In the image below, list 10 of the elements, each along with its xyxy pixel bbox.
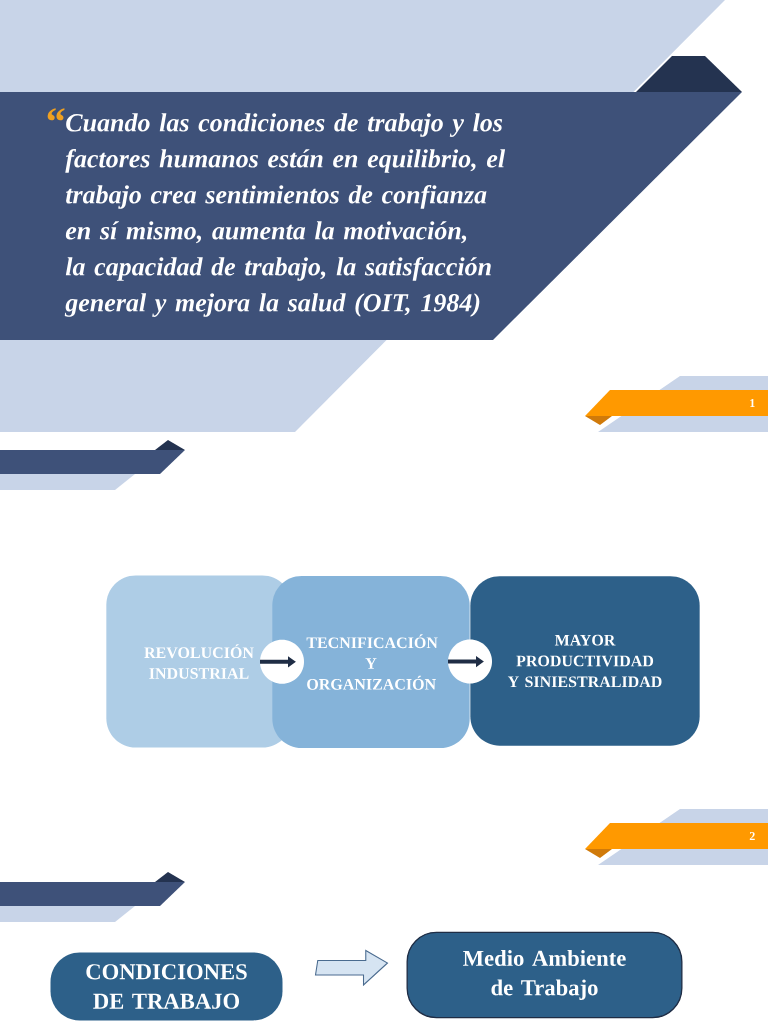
arrow-circle: [260, 639, 304, 684]
page-number-tab: 1: [585, 390, 768, 416]
process-box: MAYOR PRODUCTIVIDAD Y SINIESTRALIDAD: [470, 576, 700, 746]
page-number-tab: 2: [585, 823, 768, 849]
process-box: CONDICIONES DE TRABAJO: [50, 952, 283, 1021]
process-box: TECNIFICACIÓN Y ORGANIZACIÓN: [272, 576, 470, 748]
arrow-circle: [448, 639, 492, 684]
process-box: Medio Ambiente de Trabajo: [406, 931, 683, 1019]
block-arrow: [314, 949, 389, 987]
quote-mark: “: [47, 108, 65, 121]
